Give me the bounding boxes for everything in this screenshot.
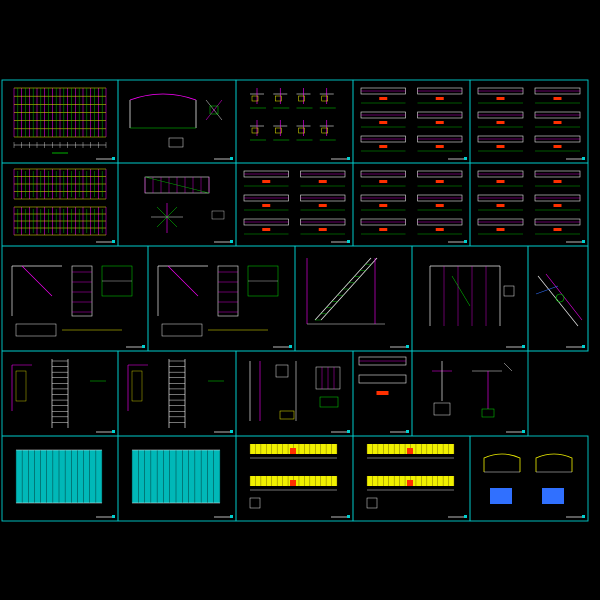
sheet-r5c3 [249, 444, 350, 518]
sheet-r2c5 [477, 170, 585, 243]
sheet-r1c2 [129, 93, 233, 160]
sheet-frame-r5c5 [469, 435, 589, 522]
sheet-r2c1 [13, 168, 115, 243]
sheet-r4c2 [127, 359, 233, 433]
sheet-r3c4 [429, 265, 525, 348]
sheet-contents [11, 87, 585, 518]
sheet-r1c3 [250, 88, 350, 160]
sheet-r2c3 [243, 170, 350, 243]
sheet-r3c2 [157, 265, 292, 348]
sheet-r5c1 [15, 449, 115, 518]
sheet-frame-extra [527, 245, 589, 352]
sheet-r1c4 [360, 87, 467, 160]
sheet-r2c2 [144, 176, 233, 243]
sheet-r3c1 [11, 265, 145, 348]
sheet-r4c3 [249, 361, 350, 433]
sheet-r4c5 [432, 361, 525, 433]
sheet-r3c3 [306, 257, 409, 348]
sheet-frames [1, 79, 589, 522]
sheet-r1c1 [13, 87, 115, 160]
sheet-r5c5 [483, 453, 585, 518]
sheet-r4c4 [358, 356, 409, 433]
sheet-r5c4 [366, 444, 467, 518]
sheet-r5c2 [131, 449, 233, 518]
sheet-r1c5 [477, 87, 585, 160]
sheet-r3c5 [535, 273, 585, 348]
sheet-r4c1 [11, 359, 115, 433]
sheet-r2c4 [360, 170, 467, 243]
